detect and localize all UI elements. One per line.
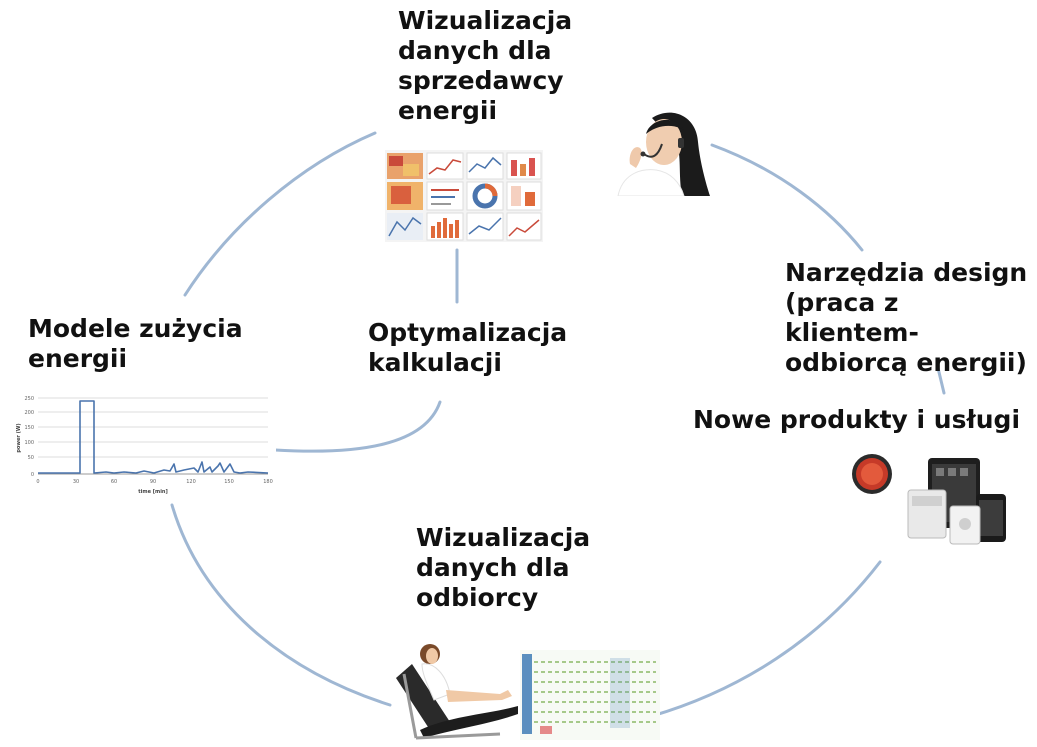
y-tick-label: 50: [28, 455, 34, 461]
call-center-agent-image: [612, 104, 712, 196]
arc-top-right: [710, 143, 864, 252]
seller-visualization-label: Wizualizacja danych dla sprzedawcy energ…: [398, 6, 573, 125]
relaxing-consumer-image: [390, 634, 522, 744]
consumer-data-table-image: [520, 650, 660, 740]
y-tick-label: 200: [24, 410, 34, 416]
x-tick-label: 120: [186, 479, 196, 485]
arc-bottom-right: [650, 560, 882, 718]
x-tick-label: 180: [263, 479, 273, 485]
y-tick-label: 0: [31, 472, 34, 478]
design-tools-label: Narzędzia design (praca z klientem- odbi…: [785, 258, 1028, 377]
y-axis-label: power (W): [16, 423, 22, 452]
arc-bottom-left: [170, 503, 392, 707]
new-products-label: Nowe produkty i usługi: [693, 405, 1021, 434]
seller-dashboard-image: [385, 150, 543, 242]
arc-optimization-to-models: [273, 400, 442, 453]
consumer-visualization-label: Wizualizacja danych dla odbiorcy: [416, 523, 591, 612]
x-tick-label: 30: [73, 479, 79, 485]
x-tick-label: 150: [224, 479, 234, 485]
x-axis-label: time [min]: [138, 489, 168, 495]
line-design-to-products: [936, 366, 946, 395]
consumption-chart: 250 200 150 100 50 0 0 30 60 90 120 150 …: [14, 390, 276, 502]
power-series-line: [38, 400, 269, 474]
y-tick-label: 150: [24, 425, 34, 431]
x-tick-label: 0: [36, 479, 39, 485]
y-tick-label: 250: [24, 396, 34, 402]
arc-top-left: [183, 131, 377, 297]
y-tick-label: 100: [24, 440, 34, 446]
x-tick-label: 90: [150, 479, 156, 485]
smart-devices-image: [846, 452, 1011, 548]
consumption-models-label: Modele zużycia energii: [28, 314, 243, 373]
optimization-label: Optymalizacja kalkulacji: [368, 318, 568, 377]
x-tick-label: 60: [111, 479, 117, 485]
